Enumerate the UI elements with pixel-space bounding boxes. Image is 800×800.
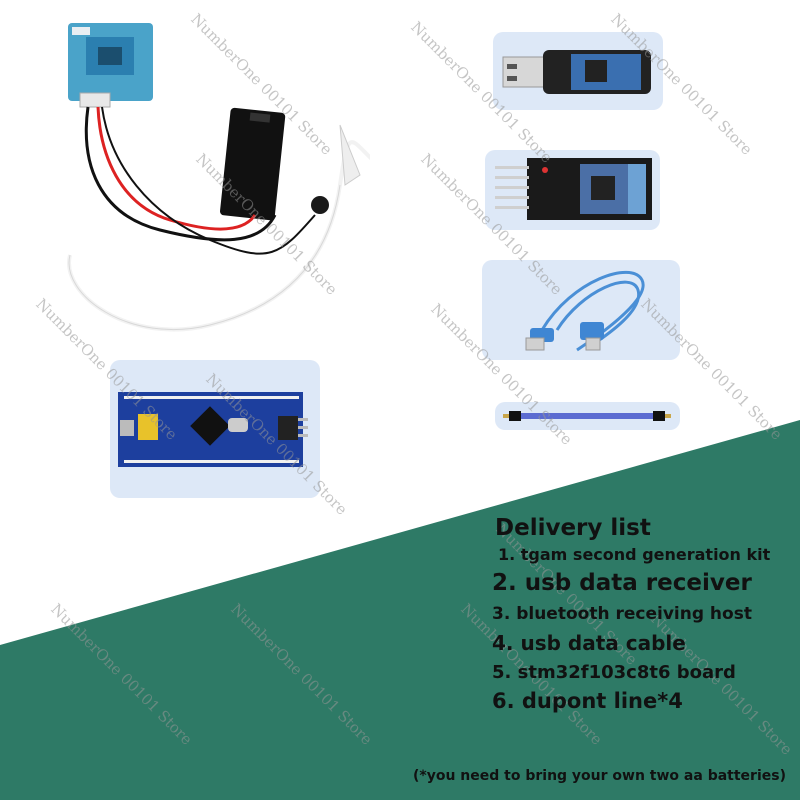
delivery-item-1: 1. tgam second generation kit bbox=[498, 545, 771, 564]
electrode-disc bbox=[311, 196, 329, 214]
dupont-line-image bbox=[503, 411, 671, 421]
usb-cable-panel bbox=[482, 260, 680, 360]
delivery-list-title: Delivery list bbox=[495, 515, 651, 541]
usb-receiver-image bbox=[502, 50, 651, 94]
delivery-item-4: 4. usb data cable bbox=[492, 631, 686, 655]
delivery-item-6: 6. dupont line*4 bbox=[492, 689, 683, 713]
bluetooth-host-image bbox=[495, 158, 652, 220]
delivery-item-5: 5. stm32f103c8t6 board bbox=[492, 662, 736, 683]
delivery-list: Delivery list 1. tgam second generation … bbox=[470, 515, 800, 713]
stm32-board-image bbox=[118, 392, 308, 467]
delivery-item-2: 2. usb data receiver bbox=[492, 570, 752, 596]
battery-box bbox=[220, 107, 286, 221]
tgam-kit-image bbox=[67, 23, 370, 332]
usb-cable-image bbox=[525, 270, 645, 352]
delivery-item-3: 3. bluetooth receiving host bbox=[492, 604, 752, 624]
battery-note: (*you need to bring your own two aa batt… bbox=[413, 768, 786, 784]
